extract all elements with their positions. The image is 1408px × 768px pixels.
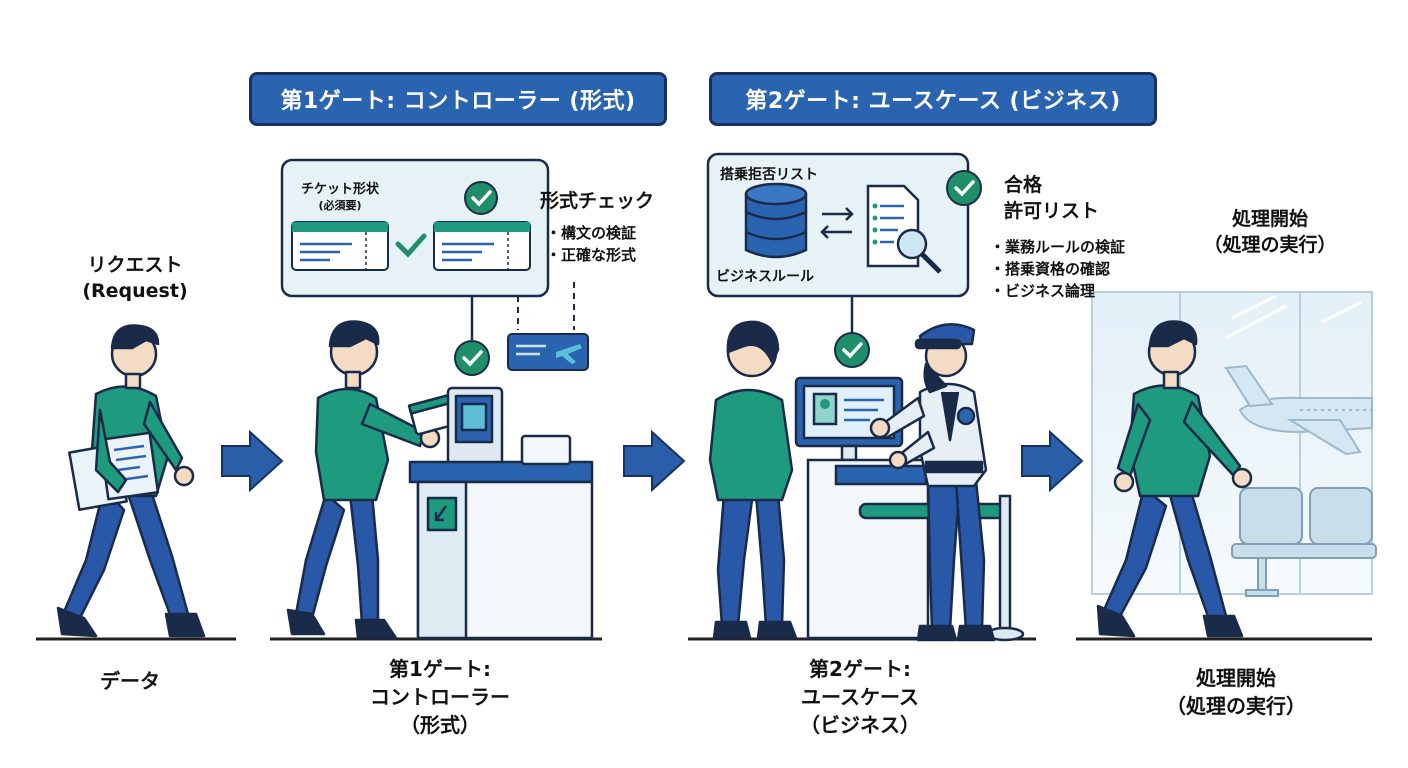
- pass-item: ・業務ルールの検証: [990, 238, 1126, 256]
- person-icon: [56, 324, 206, 638]
- check-badge-icon: [946, 170, 982, 206]
- deny-list-label: 搭乗拒否リスト: [720, 167, 818, 183]
- gate1-caption-line1: 第1ゲート:: [389, 657, 491, 681]
- person-icon: [1096, 320, 1253, 638]
- gate2-banner: 第2ゲート: ユースケース (ビジネス): [709, 72, 1157, 126]
- gate2-caption: 第2ゲート: ユースケース （ビジネス）: [760, 655, 960, 739]
- ticket-label-text: チケット形状: [300, 182, 379, 197]
- pass-title: 合格 許可リスト: [1004, 172, 1099, 224]
- seat-icon: [1231, 487, 1377, 597]
- request-title-line1: リクエスト: [87, 254, 183, 276]
- document-icon: [68, 431, 160, 511]
- ticket-label: チケット形状 (必須要): [282, 182, 398, 214]
- airplane-icon: [1224, 364, 1373, 456]
- ticket-label-sub: (必須要): [318, 199, 362, 212]
- format-check-items: ・構文の検証 ・正確な形式: [546, 222, 636, 266]
- process-start-title: 処理開始 （処理の実行）: [1170, 206, 1370, 258]
- security-officer-icon: [869, 323, 996, 642]
- process-start-title-line1: 処理開始: [1231, 208, 1308, 230]
- format-check-item: ・構文の検証: [546, 224, 637, 242]
- pass-title-line1: 合格: [1004, 174, 1043, 196]
- person-icon: [708, 320, 798, 640]
- process-start-caption-line2: （処理の実行）: [1166, 694, 1306, 718]
- computer-screen-icon: [794, 376, 930, 640]
- pass-item: ・ビジネス論理: [990, 282, 1096, 300]
- request-title: リクエスト (Request): [60, 252, 210, 304]
- pass-title-line2: 許可リスト: [1004, 200, 1100, 222]
- gate1-banner: 第1ゲート: コントローラー (形式): [249, 72, 667, 126]
- check-badge-icon: [464, 181, 498, 215]
- gate2-caption-line2: ユースケース: [801, 685, 919, 709]
- process-start-title-line2: （処理の実行）: [1203, 234, 1337, 256]
- gate2-caption-line3: （ビジネス）: [800, 713, 920, 737]
- pass-items: ・業務ルールの検証 ・搭乗資格の確認 ・ビジネス論理: [990, 236, 1125, 302]
- gate2-caption-line1: 第2ゲート:: [809, 657, 911, 681]
- ticket-panel: [280, 158, 550, 298]
- kiosk-icon: [408, 386, 594, 640]
- check-badge-icon: [454, 340, 490, 376]
- data-caption: データ: [100, 669, 160, 693]
- check-badge-icon: [834, 332, 870, 368]
- database-panel: [706, 152, 970, 298]
- format-check-item: ・正確な形式: [546, 246, 637, 264]
- business-rule-label: ビジネスルール: [716, 269, 814, 285]
- gate1-caption-line2: コントローラー: [370, 685, 510, 709]
- database-icon: [744, 182, 808, 259]
- airplane-sign-icon: [507, 333, 589, 371]
- gate1-caption: 第1ゲート: コントローラー （形式）: [340, 655, 540, 739]
- arrow-icon: [221, 429, 1084, 493]
- document-search-icon: [866, 184, 942, 274]
- swap-arrows-icon: [820, 207, 854, 239]
- process-start-caption: 処理開始 （処理の実行）: [1136, 664, 1336, 720]
- checkmark-icon: [395, 233, 427, 258]
- process-start-caption-line1: 処理開始: [1196, 666, 1276, 690]
- pass-item: ・搭乗資格の確認: [990, 260, 1111, 278]
- person-icon: [286, 320, 472, 640]
- gate1-caption-line3: （形式）: [400, 713, 480, 737]
- request-title-line2: (Request): [82, 280, 188, 302]
- format-check-title: 形式チェック: [540, 190, 655, 212]
